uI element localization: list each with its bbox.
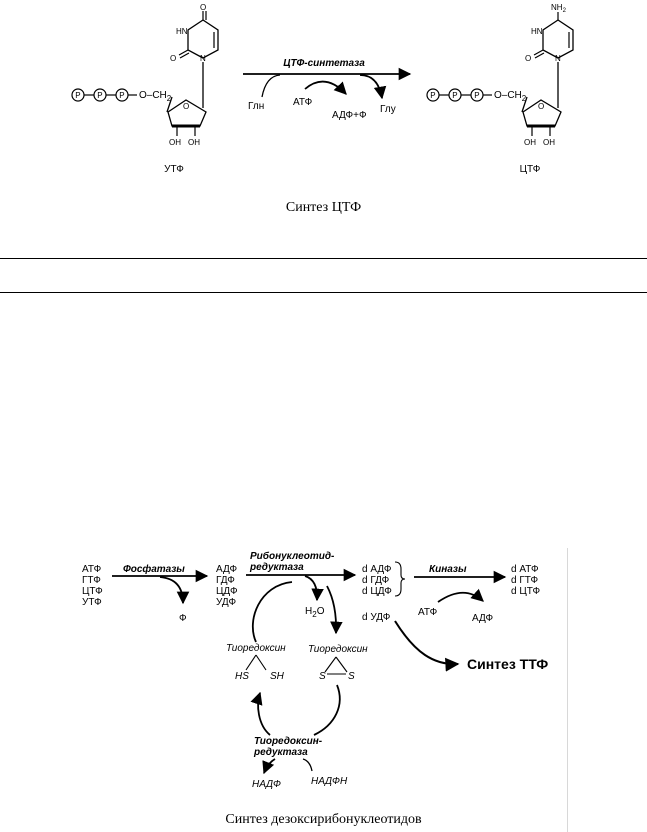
svg-text:HN: HN [176,27,188,36]
phosphatases-label: Фосфатазы [123,563,185,575]
svg-text:ЦТФ: ЦТФ [82,586,103,597]
ctp-synthesis-caption: Синтез ЦТФ [285,200,362,215]
o-ch2-label-2: O–CH2 [494,90,527,103]
ctp-label: ЦТФ [520,164,541,175]
svg-text:O: O [170,54,176,63]
svg-text:N: N [555,54,561,63]
s-left-label: S [319,671,326,682]
svg-text:d ГДФ: d ГДФ [362,575,390,586]
phosphate-6: P [470,88,484,102]
svg-text:OH: OH [169,138,181,147]
figure-panel-border [567,548,568,832]
deoxy-triphosphate-list: d АТФ d ГТФ d ЦТФ [511,564,541,597]
sh-label: SH [270,671,285,682]
ttp-synthesis-arrow [394,620,460,672]
glu-label: Глу [380,104,396,115]
gln-label: Глн [248,101,264,112]
thioredoxin-cycle-right [313,684,341,736]
svg-text:АДФ: АДФ [216,564,238,575]
svg-text:OH: OH [188,138,200,147]
svg-text:P: P [430,91,435,100]
ctp-molecule: P P P O–CH2 O OH OH [426,3,574,147]
reductase-label-2: редуктаза [249,562,304,573]
utp-label: УТФ [164,164,184,175]
thioredoxin-reduced-label: Тиоредоксин [226,643,286,654]
svg-text:P: P [75,91,80,100]
h2o-label: H2O [305,606,325,619]
deoxyribonucleotide-synthesis-caption: Синтез дезоксирибонуклеотидов [225,812,422,827]
s-right-label: S [348,671,355,682]
svg-text:O: O [538,102,544,111]
svg-text:АТФ: АТФ [82,564,102,575]
svg-text:УТФ: УТФ [82,597,102,608]
thioredoxin-oxidized-label: Тиоредоксин [308,644,368,655]
svg-text:d АДФ: d АДФ [362,564,392,575]
phosphate-2: P [93,88,107,102]
deoxyribonucleotide-synthesis-figure: АТФ ГТФ ЦТФ УТФ Фосфатазы Ф АДФ ГДФ ЦДФ … [82,550,548,790]
svg-text:P: P [452,91,457,100]
svg-text:P: P [119,91,124,100]
svg-text:ГДФ: ГДФ [216,575,235,586]
svg-text:P: P [474,91,479,100]
svg-text:HN: HN [531,27,543,36]
deoxy-diphosphate-list: d АДФ d ГДФ d ЦДФ [362,564,392,597]
ribose-ring-2 [522,99,562,127]
ttp-synthesis-label: Синтез ТТФ [467,656,548,672]
svg-text:ЦДФ: ЦДФ [216,586,238,597]
reductase-label-1: Рибонуклеотид- [250,550,335,562]
triphosphate-list: АТФ ГТФ ЦТФ УТФ [82,564,103,608]
svg-text:d ГТФ: d ГТФ [511,575,539,586]
svg-text:N: N [200,54,206,63]
svg-text:O: O [525,54,531,63]
adp-p-label: АДФ+Ф [332,110,367,121]
kinases-label: Киназы [429,564,467,575]
phosphate-5: P [448,88,462,102]
brace [394,561,406,597]
utp-molecule: P P P O–CH2 O OH OH [71,3,219,147]
atp-label: АТФ [293,97,313,108]
nadp-label: НАДФ [252,779,281,790]
diphosphate-list: АДФ ГДФ ЦДФ УДФ [216,564,238,608]
svg-text:d ЦТФ: d ЦТФ [511,586,541,597]
adp-label-2: АДФ [472,613,494,624]
o-ch2-label: O–CH2 [139,90,172,103]
trx-reductase-label-2: редуктаза [253,747,308,758]
nadph-label: НАДФН [311,776,348,787]
phosphate-4: P [426,88,440,102]
phosphate-f-label: Ф [179,613,187,624]
thioredoxin-cycle-left [251,581,293,643]
atp-label-2: АТФ [418,607,438,618]
nh2-label: NH2 [551,3,567,14]
phosphate-3: P [115,88,129,102]
bottom-rule [0,292,647,293]
d-udp-label: d УДФ [362,612,391,623]
ribose-ring [167,99,207,127]
thioredoxin-cycle-bottom [250,691,271,736]
top-rule [0,258,647,259]
svg-text:d ЦДФ: d ЦДФ [362,586,392,597]
svg-text:d АТФ: d АТФ [511,564,539,575]
svg-text:O: O [183,102,189,111]
svg-text:P: P [97,91,102,100]
svg-text:OH: OH [543,138,555,147]
ctp-synthesis-figure: P P P O–CH2 O OH OH [71,3,574,175]
svg-text:O: O [200,3,206,12]
hs-label: HS [235,671,249,682]
phosphate-1: P [71,88,85,102]
svg-text:УДФ: УДФ [216,597,236,608]
svg-text:ГТФ: ГТФ [82,575,101,586]
trx-reductase-label-1: Тиоредоксин- [254,736,323,747]
svg-text:OH: OH [524,138,536,147]
ctp-synthetase-label: ЦТФ-синтетаза [283,58,365,69]
